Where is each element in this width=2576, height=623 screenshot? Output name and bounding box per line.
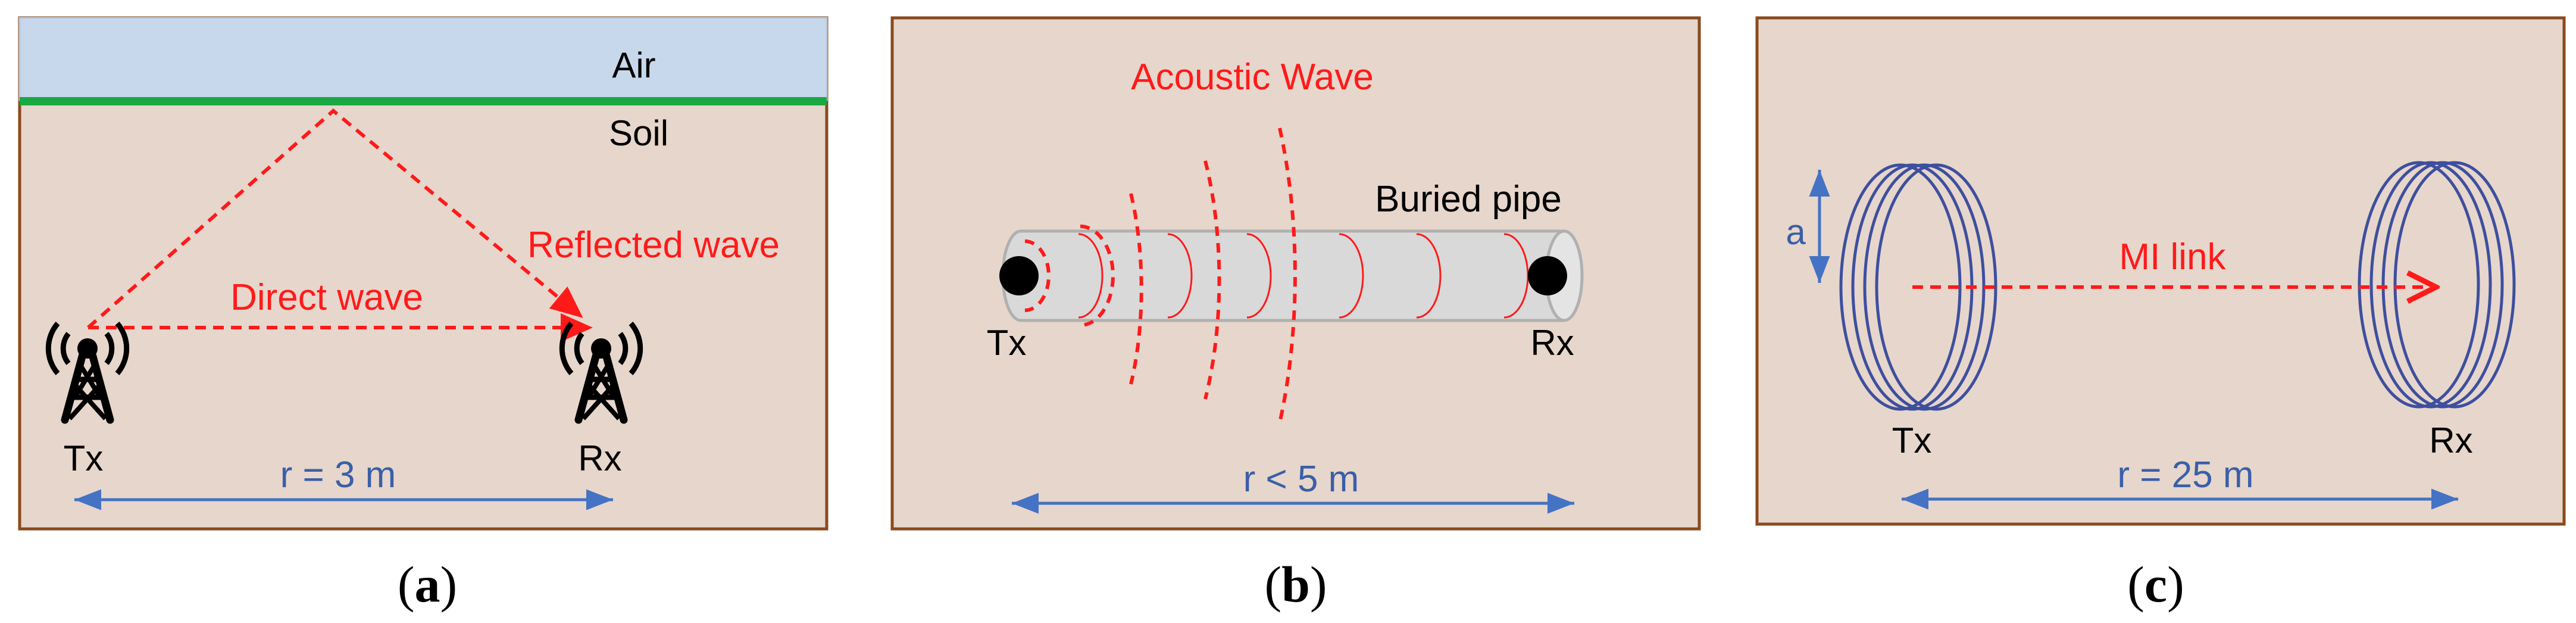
tx-node — [999, 256, 1039, 295]
rx-coil-icon — [2358, 161, 2516, 409]
panel-a: Air Soil Reflected wave Direct wave Tx R… — [18, 16, 829, 613]
air-label: Air — [612, 45, 655, 85]
tx-label: Tx — [64, 438, 104, 478]
tx-label: Tx — [987, 323, 1027, 363]
rx-node — [1528, 256, 1567, 295]
radius-label: a — [1786, 212, 1806, 252]
direct-wave-label: Direct wave — [230, 277, 423, 318]
mi-link-label: MI link — [2119, 236, 2226, 278]
reflected-wave-path — [87, 108, 583, 329]
panel-c: a MI link Tx Rx r = 25 m (c) — [1755, 16, 2566, 613]
distance-label: r = 3 m — [280, 454, 396, 496]
rx-label: Rx — [1530, 323, 1574, 363]
acoustic-wave-label: Acoustic Wave — [1131, 57, 1374, 98]
air-layer — [18, 17, 828, 101]
distance-label: r = 25 m — [2117, 454, 2253, 496]
caption-c: (c) — [2127, 556, 2184, 613]
distance-label: r < 5 m — [1243, 459, 1359, 500]
reflected-wave-label: Reflected wave — [527, 225, 780, 266]
rx-label: Rx — [578, 438, 621, 478]
rx-label: Rx — [2429, 420, 2472, 460]
tx-label: Tx — [1892, 420, 1932, 460]
caption-a: (a) — [398, 556, 457, 613]
wavefronts-in-pipe — [1078, 233, 1529, 319]
buried-pipe-label: Buried pipe — [1375, 179, 1562, 220]
acoustic-wavefronts — [1024, 127, 1297, 423]
caption-b: (b) — [1264, 556, 1327, 613]
buried-pipe — [1001, 229, 1566, 322]
soil-label: Soil — [609, 113, 668, 153]
panel-b: Tx Rx Acoustic Wave Buried pipe r < 5 m … — [890, 16, 1701, 613]
